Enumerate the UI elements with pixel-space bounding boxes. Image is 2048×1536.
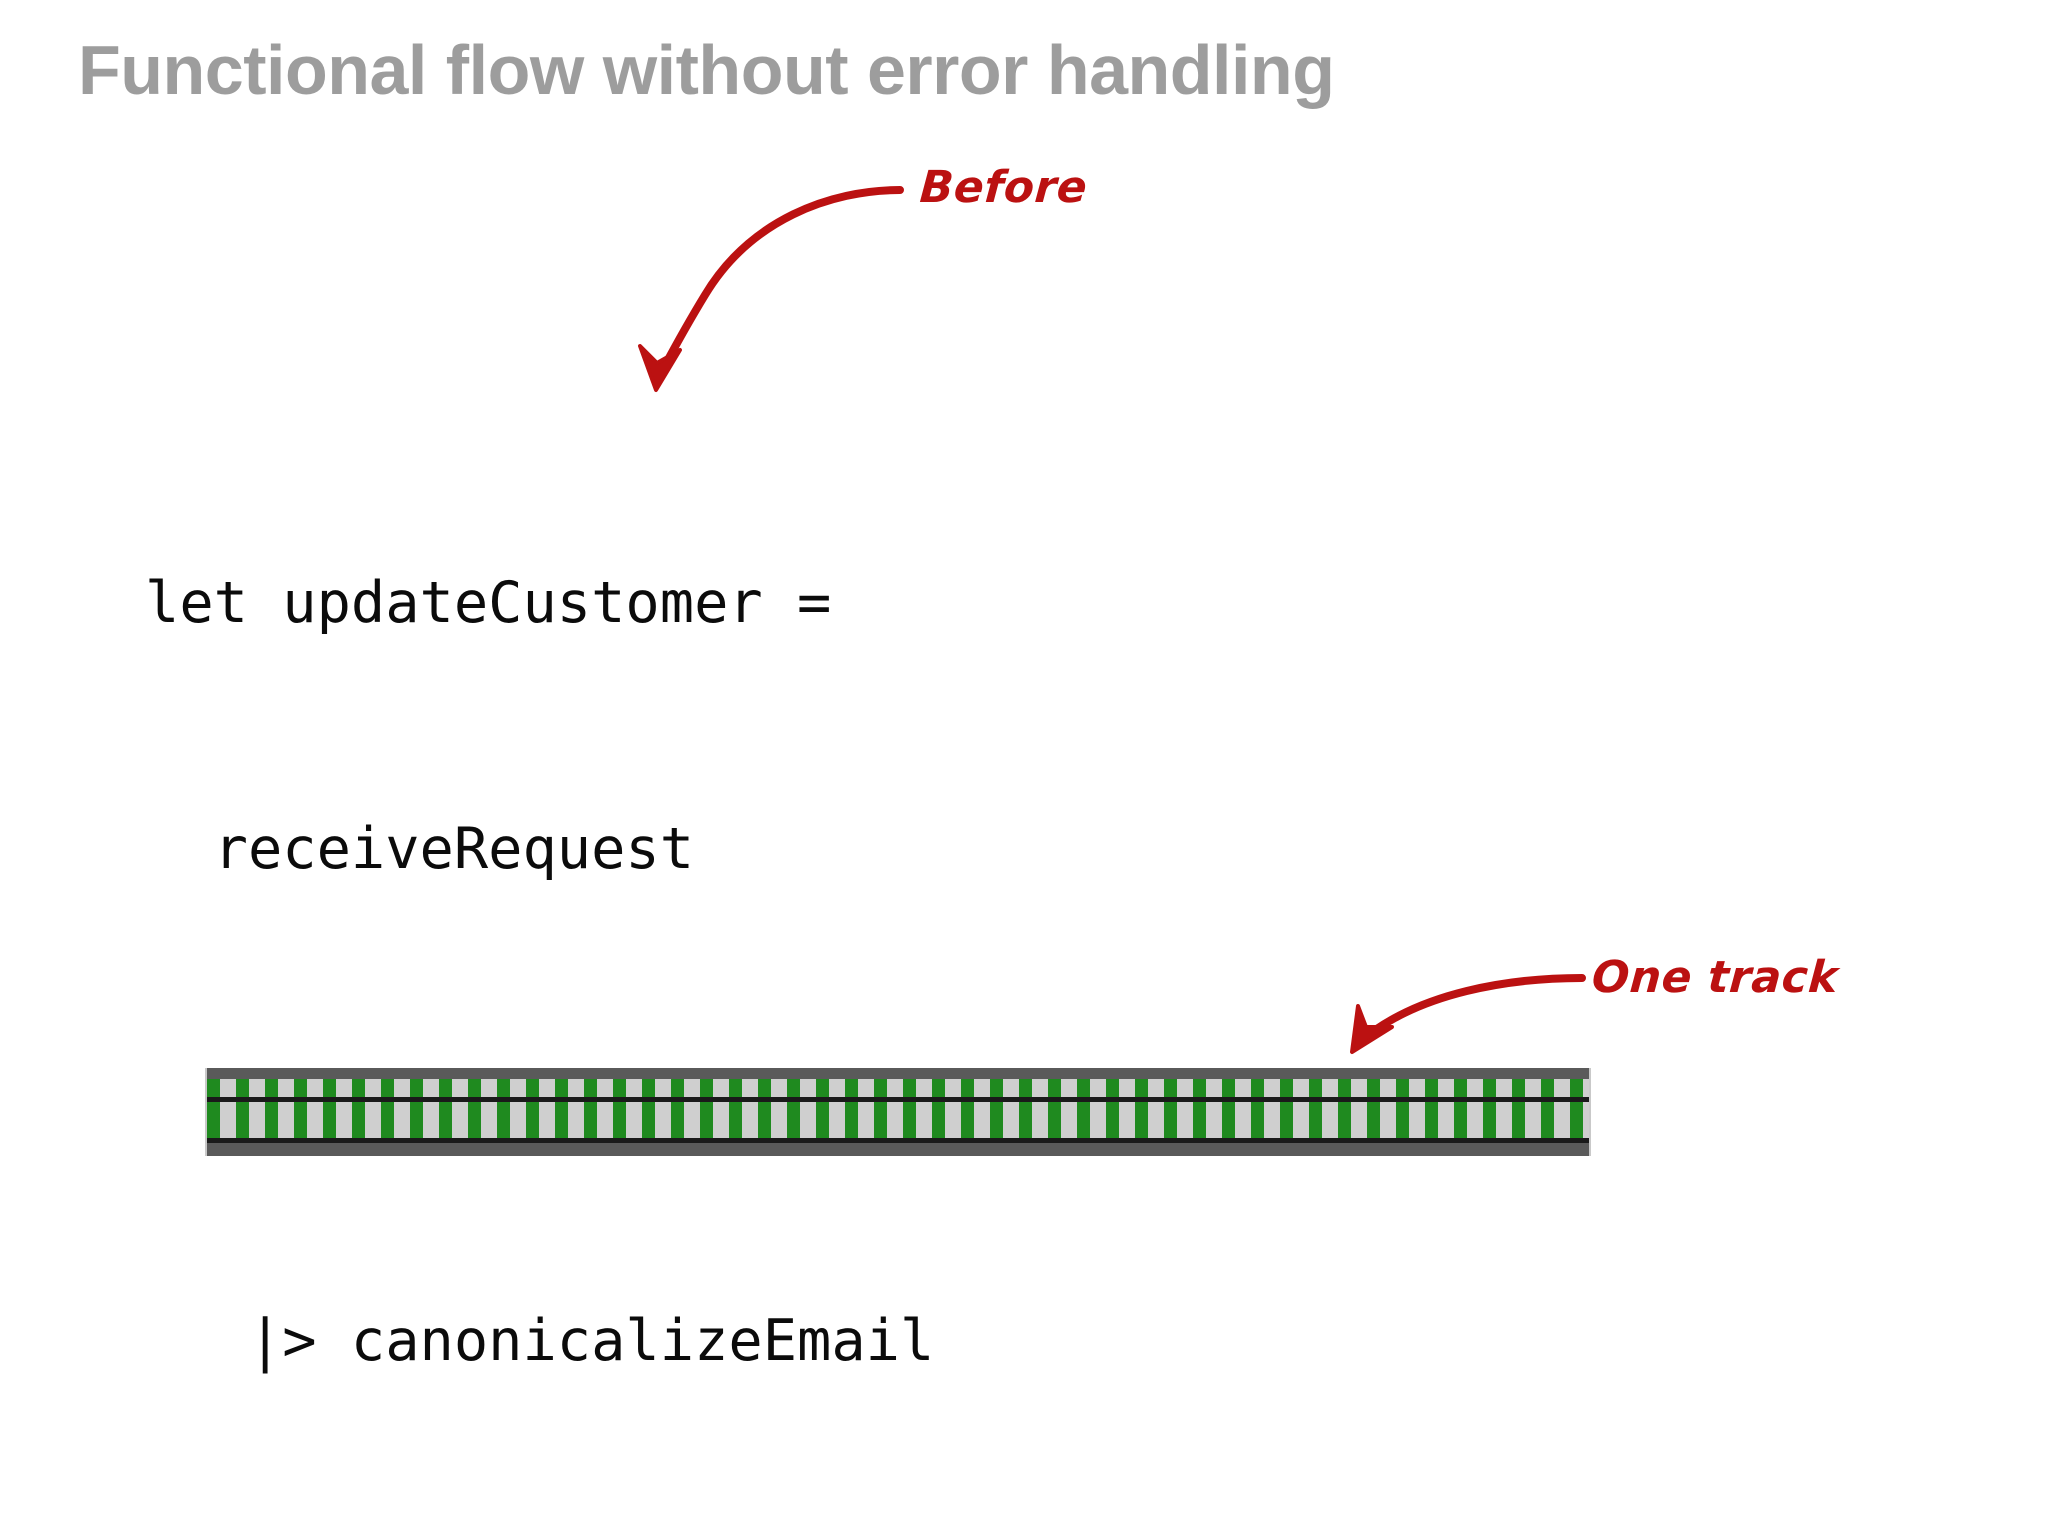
code-block: let updateCustomer = receiveRequest |> v… <box>145 398 1003 1536</box>
code-line: |> canonicalizeEmail <box>145 1308 935 1374</box>
annotation-label-one-track: One track <box>1590 952 1840 1003</box>
track-sleepers <box>207 1079 1589 1143</box>
railroad-track-graphic <box>205 1068 1591 1156</box>
code-line: receiveRequest <box>145 816 695 882</box>
track-ballast <box>207 1079 1589 1143</box>
track-rail-bottom <box>207 1138 1589 1143</box>
annotation-label-before: Before <box>918 162 1090 213</box>
code-line: let updateCustomer = <box>145 570 832 636</box>
track-rail-top <box>207 1097 1589 1102</box>
page-title: Functional flow without error handling <box>78 31 1335 109</box>
